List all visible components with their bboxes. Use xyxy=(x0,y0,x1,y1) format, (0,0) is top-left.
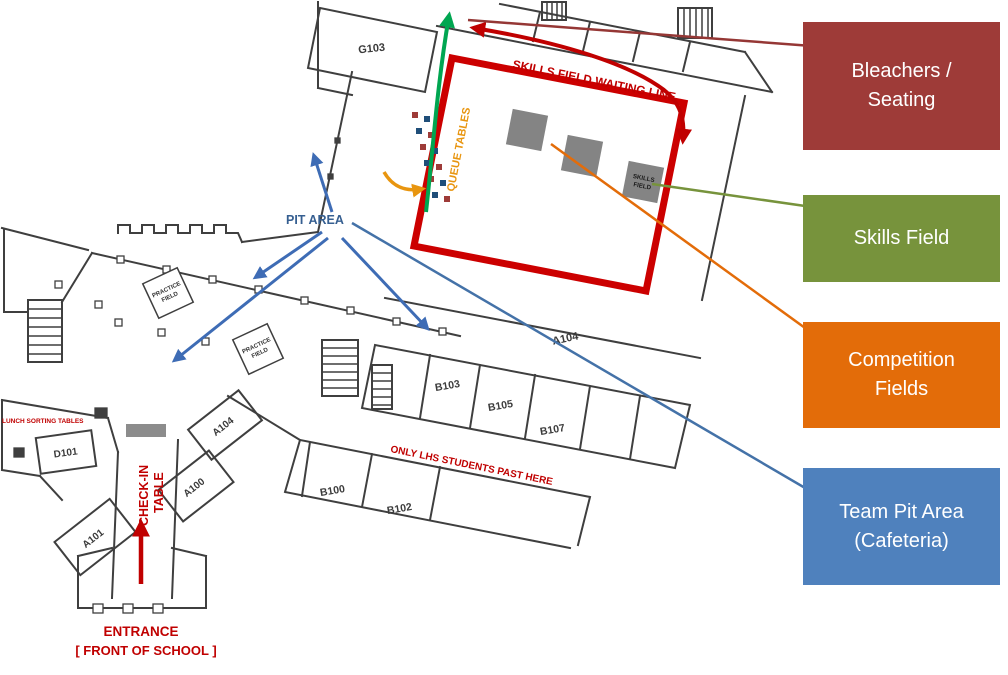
door-marker xyxy=(208,275,217,284)
door-marker xyxy=(346,306,355,315)
entrance-door xyxy=(122,603,134,614)
wall-door-block xyxy=(327,173,334,180)
legend-label-skills-field: Skills Field xyxy=(853,227,950,249)
legend-line-skills xyxy=(651,182,813,209)
entrance-wing-rooms xyxy=(34,388,264,577)
skills-field-square: SKILLS FIELD xyxy=(621,160,665,204)
skills-field-square-label: FIELD xyxy=(633,181,652,191)
queue-marker xyxy=(412,112,418,118)
door-marker xyxy=(54,280,63,289)
door-marker xyxy=(116,255,125,264)
legend-line-pit xyxy=(351,221,813,494)
door-marker xyxy=(201,337,210,346)
wall-segment xyxy=(117,224,244,244)
lunch-sorting-label: LUNCH SORTING TABLES xyxy=(2,418,84,425)
queue-entry-orange-arrow xyxy=(382,171,427,198)
queue-marker xyxy=(440,180,446,186)
door-marker xyxy=(114,318,123,327)
check-in-table-marker xyxy=(126,424,166,437)
students-notice-label: ONLY LHS STUDENTS PAST HERE xyxy=(389,444,554,488)
door-markers xyxy=(13,137,447,614)
legend-item-team-pit-area: Team Pit Area (Cafeteria) xyxy=(803,468,1000,585)
room-label-a100: A100 xyxy=(182,476,208,500)
wall-door-block xyxy=(334,137,341,144)
legend-line-competition xyxy=(550,142,813,335)
pit-arrow-left xyxy=(252,230,323,280)
door-marker xyxy=(94,300,103,309)
queue-marker xyxy=(428,132,434,138)
practice-field-1: PRACTICE FIELD xyxy=(141,266,195,320)
room-label-b100: B100 xyxy=(319,483,346,499)
door-marker xyxy=(438,327,447,336)
room-label-a104-wing: A104 xyxy=(211,415,237,439)
room-d101 xyxy=(34,429,98,475)
room-label-b107: B107 xyxy=(539,422,566,438)
check-in-label-line1: CHECK-IN xyxy=(137,465,151,526)
legend-line-bleachers xyxy=(467,18,813,48)
legend-item-skills-field: Skills Field xyxy=(803,195,1000,282)
wall-segment xyxy=(0,394,302,502)
queue-marker xyxy=(416,128,422,134)
queue-marker xyxy=(432,148,438,154)
legend-label-competition-fields: Competition Fields xyxy=(848,349,955,400)
room-a104-wing xyxy=(186,388,264,462)
queue-marker xyxy=(420,144,426,150)
entrance-door xyxy=(92,603,104,614)
entrance-label-line2: [ FRONT OF SCHOOL ] xyxy=(75,643,216,658)
practice-field-2: PRACTICE FIELD xyxy=(231,322,285,376)
room-label-b102: B102 xyxy=(386,501,413,517)
legend-label-bleachers: Bleachers / Seating xyxy=(851,60,952,111)
legend-label-team-pit-area: Team Pit Area (Cafeteria) xyxy=(839,500,964,552)
queue-tables-label: QUEUE TABLES xyxy=(445,106,473,192)
field-square xyxy=(505,108,549,152)
queue-marker xyxy=(444,196,450,202)
queue-direction-green-arrow xyxy=(424,11,455,213)
pit-area-label: PIT AREA xyxy=(286,213,344,227)
legend-item-bleachers: Bleachers / Seating xyxy=(803,22,1000,150)
queue-marker xyxy=(424,160,430,166)
door-marker xyxy=(300,296,309,305)
stairwell-top-center xyxy=(541,1,567,21)
pit-arrow-down-left xyxy=(171,236,329,363)
pit-area-arrows xyxy=(171,152,430,363)
check-in-label-line2: TABLE xyxy=(152,472,166,513)
wall-segment xyxy=(306,1,439,97)
wall-segment xyxy=(283,438,592,550)
legend-item-competition-fields: Competition Fields xyxy=(803,322,1000,428)
pit-arrow-up xyxy=(310,152,334,213)
stairwell-center xyxy=(321,339,359,397)
stairwell-left xyxy=(27,299,63,363)
skills-field-square-label: SKILLS xyxy=(632,173,655,184)
entrance-label-line1: ENTRANCE xyxy=(103,624,178,639)
room-label-a101: A101 xyxy=(81,527,107,551)
queue-marker xyxy=(424,116,430,122)
legend-leader-lines xyxy=(351,18,813,494)
room-label-g103: G103 xyxy=(358,42,386,57)
lunch-table-block xyxy=(94,407,108,419)
pit-arrow-down-right xyxy=(340,236,430,331)
wall-segment xyxy=(0,226,94,313)
door-marker xyxy=(392,317,401,326)
lunch-table-block xyxy=(13,447,25,458)
field-square xyxy=(560,134,604,178)
wall-segment xyxy=(76,438,208,609)
room-label-b105: B105 xyxy=(487,398,514,414)
stairwell-center-small xyxy=(371,364,393,410)
entrance-door xyxy=(152,603,164,614)
room-a100 xyxy=(157,449,235,523)
wall-segment xyxy=(240,70,747,360)
queue-marker xyxy=(436,164,442,170)
door-marker xyxy=(157,328,166,337)
wall-segment xyxy=(360,343,692,470)
room-label-b103: B103 xyxy=(434,378,461,394)
room-a101 xyxy=(53,497,137,577)
stairwell-top-right xyxy=(677,7,713,39)
skills-waiting-line-arrow xyxy=(469,21,692,145)
room-label-d101: D101 xyxy=(53,446,79,460)
practice-fields: PRACTICE FIELD PRACTICE FIELD xyxy=(141,266,285,376)
competition-field-squares: SKILLS FIELD xyxy=(505,108,665,204)
room-label-a104-hall: A104 xyxy=(551,330,580,347)
queue-marker xyxy=(432,192,438,198)
